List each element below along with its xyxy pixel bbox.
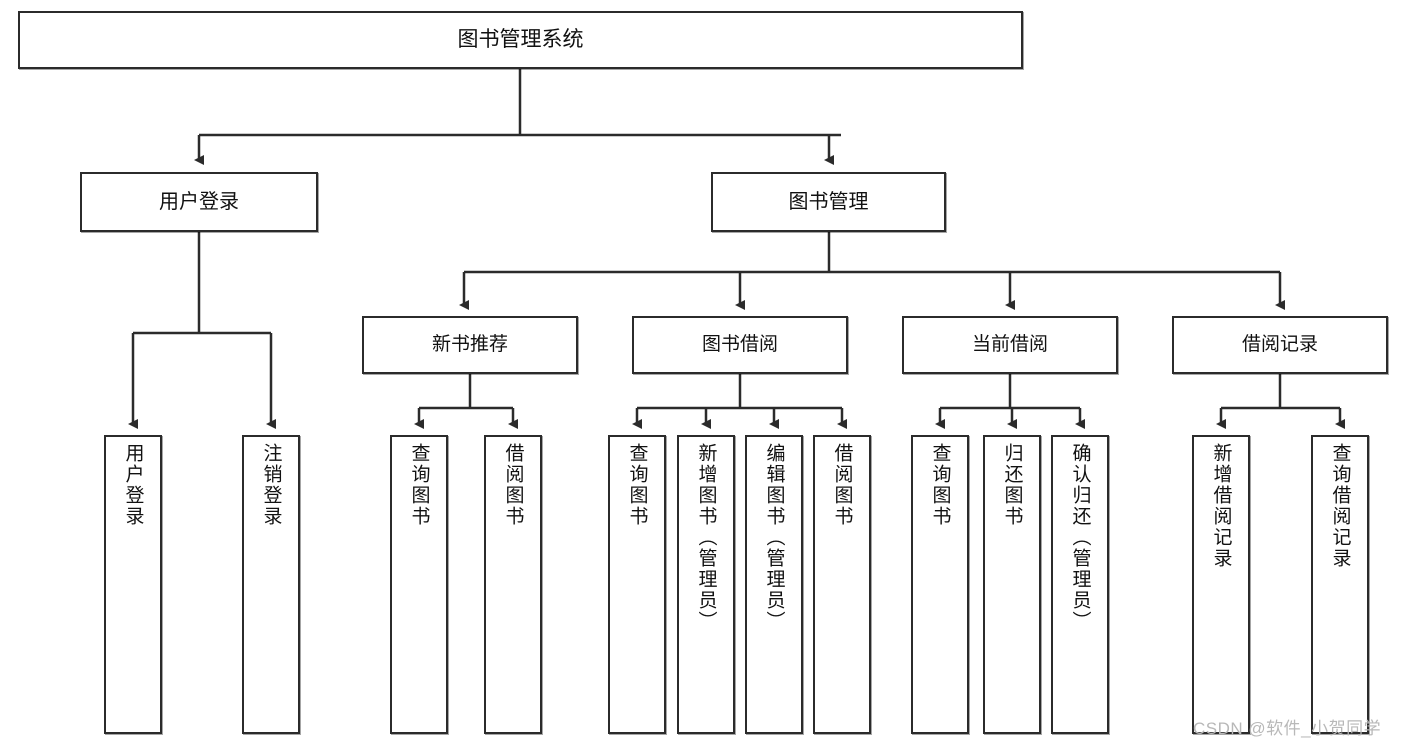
node-leaf-cur-confirm-return-label: 确认归还（管理员）	[1069, 443, 1091, 632]
node-leaf-rec-borrow-book[interactable]: 借阅图书	[484, 435, 542, 734]
node-leaf-cur-query-book[interactable]: 查询图书	[911, 435, 969, 734]
node-book-borrow-label: 图书借阅	[701, 334, 778, 356]
node-leaf-borrow-edit-book-label: 编辑图书（管理员）	[763, 443, 785, 632]
node-leaf-borrow-edit-book[interactable]: 编辑图书（管理员）	[745, 435, 803, 734]
node-leaf-rec-query-book-label: 查询图书	[408, 443, 430, 527]
node-leaf-user-login[interactable]: 用户登录	[104, 435, 162, 734]
node-root[interactable]: 图书管理系统	[18, 11, 1023, 69]
watermark: CSDN @软件_小贺同学	[1193, 719, 1382, 738]
node-leaf-user-logout-label: 注销登录	[260, 443, 282, 527]
node-leaf-rec-add-record[interactable]: 新增借阅记录	[1192, 435, 1250, 734]
node-root-label: 图书管理系统	[457, 27, 584, 51]
node-leaf-borrow-add-book-label: 新增图书（管理员）	[695, 443, 717, 632]
node-user-login-label: 用户登录	[159, 190, 239, 213]
node-leaf-borrow-lend-book[interactable]: 借阅图书	[813, 435, 871, 734]
node-leaf-cur-confirm-return[interactable]: 确认归还（管理员）	[1051, 435, 1109, 734]
node-book-borrow[interactable]: 图书借阅	[632, 316, 848, 374]
node-current-borrow[interactable]: 当前借阅	[902, 316, 1118, 374]
node-leaf-cur-return-book[interactable]: 归还图书	[983, 435, 1041, 734]
node-leaf-cur-return-book-label: 归还图书	[1001, 443, 1023, 527]
node-current-borrow-label: 当前借阅	[971, 334, 1048, 356]
node-borrow-record-label: 借阅记录	[1241, 334, 1318, 356]
node-user-login[interactable]: 用户登录	[80, 172, 318, 232]
node-book-mgmt-label: 图书管理	[788, 190, 869, 213]
node-book-mgmt[interactable]: 图书管理	[711, 172, 946, 232]
node-leaf-rec-add-record-label: 新增借阅记录	[1210, 443, 1232, 569]
node-leaf-cur-query-book-label: 查询图书	[929, 443, 951, 527]
node-leaf-user-login-label: 用户登录	[122, 443, 144, 527]
node-leaf-borrow-query-book[interactable]: 查询图书	[608, 435, 666, 734]
node-new-book-recommend[interactable]: 新书推荐	[362, 316, 578, 374]
node-leaf-rec-query-book[interactable]: 查询图书	[390, 435, 448, 734]
node-leaf-borrow-lend-book-label: 借阅图书	[831, 443, 853, 527]
node-borrow-record[interactable]: 借阅记录	[1172, 316, 1388, 374]
node-leaf-rec-query-record-label: 查询借阅记录	[1329, 443, 1351, 569]
node-leaf-rec-borrow-book-label: 借阅图书	[502, 443, 524, 527]
node-leaf-borrow-query-book-label: 查询图书	[626, 443, 648, 527]
node-leaf-user-logout[interactable]: 注销登录	[242, 435, 300, 734]
node-leaf-rec-query-record[interactable]: 查询借阅记录	[1311, 435, 1369, 734]
node-new-book-recommend-label: 新书推荐	[431, 334, 508, 356]
node-leaf-borrow-add-book[interactable]: 新增图书（管理员）	[677, 435, 735, 734]
